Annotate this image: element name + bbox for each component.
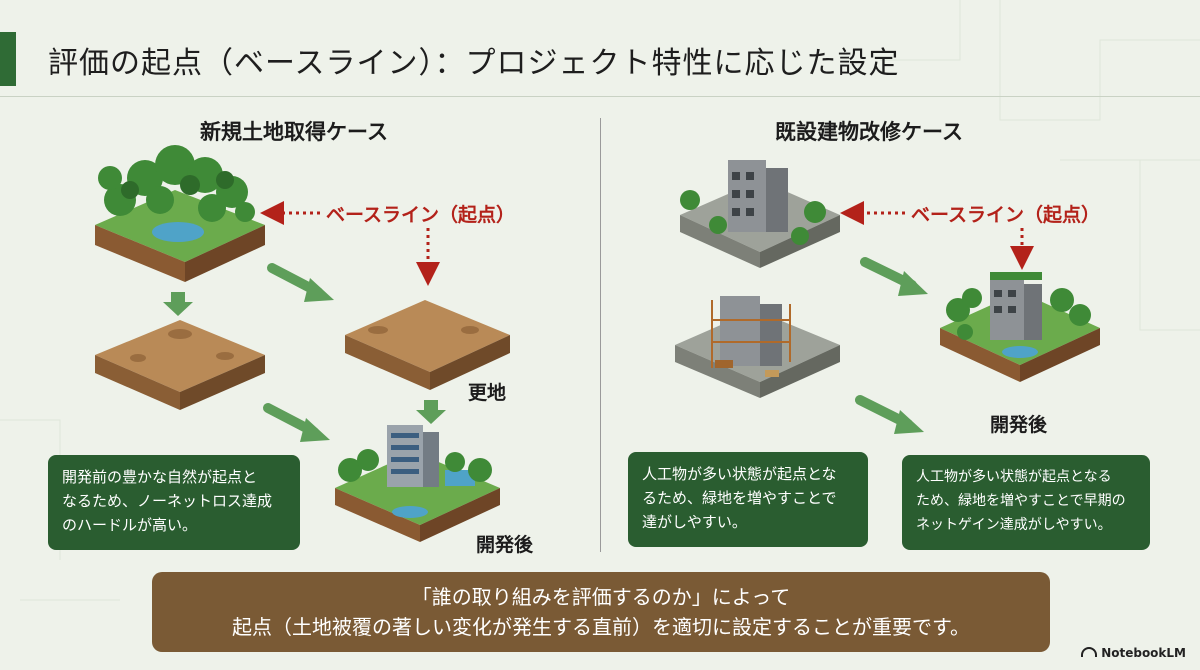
left-after-label: 開発後: [476, 534, 534, 556]
bare-soil-tile-icon: [95, 320, 265, 410]
summary-line-2: 起点（土地被覆の著しい変化が発生する直前）を適切に設定することが重要です。: [232, 615, 970, 639]
title-underline: [0, 96, 1200, 97]
forest-tile-icon: [95, 145, 265, 282]
page-title: 評価の起点（ベースライン）：プロジェクト特性に応じた設定: [48, 46, 900, 81]
summary-line-1: 「誰の取り組みを評価するのか」によって: [411, 585, 791, 609]
brand-name: NotebookLM: [1101, 646, 1186, 660]
cleared-land-label: 更地: [468, 382, 507, 404]
note-line: ため、緑地を増やすことで早期の: [916, 493, 1126, 509]
baseline-pointer-left: [260, 201, 440, 286]
summary-banner: 「誰の取り組みを評価するのか」によって 起点（土地被覆の著しい変化が発生する直前…: [152, 572, 1050, 652]
note-line: 開発前の豊かな自然が起点と: [62, 468, 258, 486]
section-divider: [600, 118, 601, 552]
note-line: ネットゲイン達成がしやすい。: [916, 517, 1112, 533]
left-baseline-label: ベースライン（起点）: [326, 204, 516, 226]
green-arrow-diagonal-1: [267, 263, 334, 302]
green-arrow-diagonal-4: [855, 395, 924, 434]
green-arrow-diagonal-3: [860, 257, 928, 296]
note-line: のハードルが高い。: [62, 516, 198, 534]
note-line: 人工物が多い状態が起点となる: [916, 469, 1112, 485]
construction-tile-icon: [675, 296, 840, 398]
left-note-box: 開発前の豊かな自然が起点と なるため、ノーネットロス達成 のハードルが高い。: [48, 455, 300, 550]
developed-tile-icon: [335, 425, 500, 542]
baseline-pointer-right: [840, 201, 1034, 270]
right-note-box-2: 人工物が多い状態が起点となる ため、緑地を増やすことで早期の ネットゲイン達成が…: [902, 455, 1150, 550]
right-note-box-1: 人工物が多い状態が起点とな るため、緑地を増やすことで 達がしやすい。: [628, 452, 868, 547]
green-arrow-down-1: [163, 292, 193, 316]
title-accent-bar: [0, 32, 16, 86]
note-line: なるため、ノーネットロス達成: [62, 492, 273, 510]
note-line: るため、緑地を増やすことで: [642, 489, 837, 507]
right-section-heading: 既設建物改修ケース: [775, 120, 963, 144]
left-section-heading: 新規土地取得ケース: [200, 120, 388, 144]
right-after-label: 開発後: [990, 414, 1048, 436]
brand-mark: NotebookLM: [1081, 646, 1186, 660]
building-tile-icon: [680, 160, 840, 268]
cleared-land-tile-icon: [345, 300, 510, 390]
notebooklm-logo-icon: [1081, 647, 1098, 657]
note-line: 達がしやすい。: [642, 513, 747, 531]
right-baseline-label: ベースライン（起点）: [911, 204, 1101, 226]
note-line: 人工物が多い状態が起点とな: [642, 465, 837, 483]
green-arrow-diagonal-2: [263, 403, 330, 442]
green-building-tile-icon: [940, 272, 1100, 382]
green-arrow-down-2: [416, 400, 446, 424]
